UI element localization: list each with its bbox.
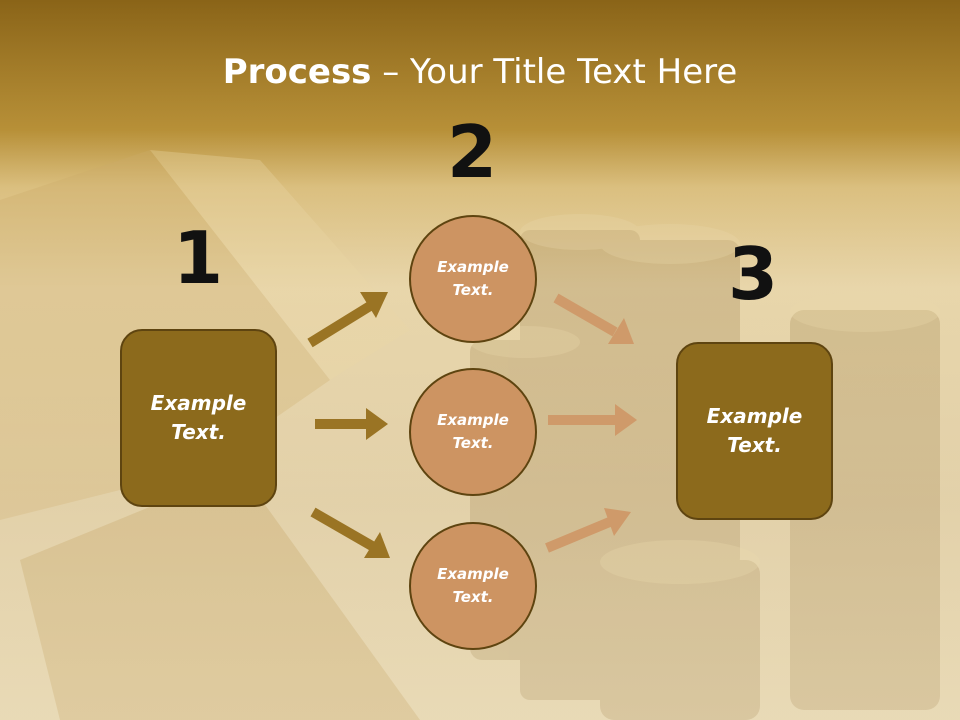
- left-box-line1: Example: [150, 391, 247, 415]
- arrow-left-up: [307, 292, 388, 348]
- arrow-right-middle: [548, 404, 637, 436]
- step-number-1: 1: [172, 216, 224, 300]
- right-box-line2: Text.: [727, 433, 782, 457]
- left-box[interactable]: Example Text.: [120, 329, 277, 507]
- title-bold: Process: [222, 52, 372, 92]
- circle-top-line1: Example: [437, 258, 509, 276]
- arrow-right-up: [545, 508, 631, 553]
- arrow-left-down: [310, 507, 390, 558]
- circle-bottom[interactable]: Example Text.: [409, 522, 537, 650]
- slide-title: Process – Your Title Text Here: [0, 52, 960, 92]
- arrow-left-middle: [315, 408, 388, 440]
- step-number-2: 2: [446, 110, 498, 194]
- step-number-3: 3: [727, 232, 779, 316]
- circle-middle-line1: Example: [437, 411, 509, 429]
- left-box-line2: Text.: [171, 420, 226, 444]
- circle-middle-line2: Text.: [452, 434, 494, 452]
- circle-top[interactable]: Example Text.: [409, 215, 537, 343]
- arrow-right-down: [553, 293, 634, 344]
- circle-middle[interactable]: Example Text.: [409, 368, 537, 496]
- right-box-line1: Example: [706, 404, 803, 428]
- right-box[interactable]: Example Text.: [676, 342, 833, 520]
- circle-top-line2: Text.: [452, 281, 494, 299]
- circle-bottom-line1: Example: [437, 565, 509, 583]
- circle-bottom-line2: Text.: [452, 588, 494, 606]
- title-rest: – Your Title Text Here: [371, 52, 738, 92]
